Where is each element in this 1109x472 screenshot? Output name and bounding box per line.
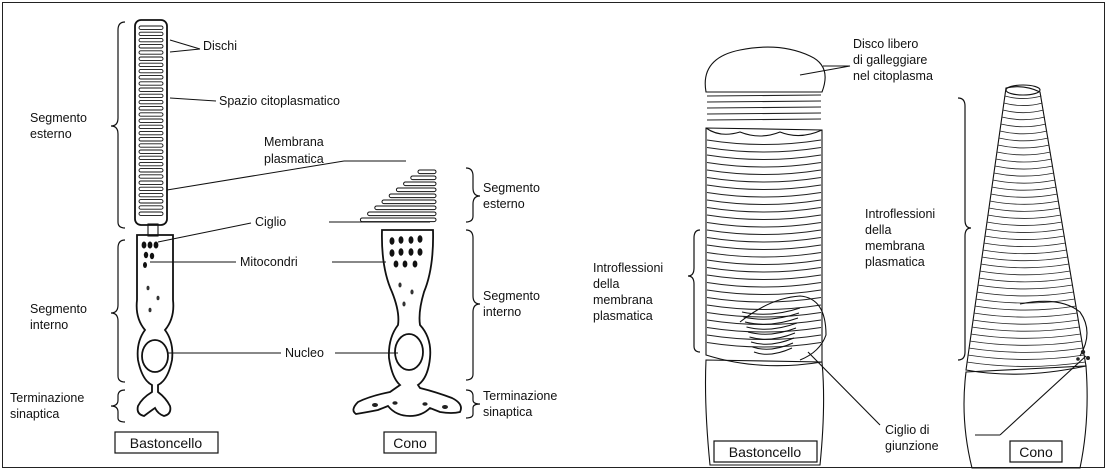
rod-nucleus [142, 340, 168, 372]
caption-cono-left: Cono [393, 435, 427, 451]
label-ciglio: Ciglio [255, 215, 286, 229]
cone-inner-segment [353, 230, 461, 416]
svg-text:di galleggiare: di galleggiare [853, 53, 927, 67]
label-ciglio-di-giunzione: Ciglio di [885, 423, 929, 437]
label-introflessioni-right: Introflessioni [865, 207, 935, 221]
label-membrana: Membrana [264, 135, 324, 149]
caption-bastoncello-right: Bastoncello [729, 444, 802, 460]
svg-text:sinaptica: sinaptica [10, 407, 59, 421]
svg-text:plasmatica: plasmatica [593, 309, 653, 323]
label-segmento-interno-right: Segmento [483, 289, 540, 303]
label-dischi: Dischi [203, 39, 237, 53]
label-segmento-esterno-right: Segmento [483, 181, 540, 195]
label-terminazione-left: Terminazione [10, 391, 84, 405]
rod-mitochondria [142, 242, 159, 269]
cone-outer-folds [360, 170, 436, 222]
brackets [111, 22, 971, 422]
rod-membrane-folds [707, 140, 821, 347]
cone-mitochondria [390, 235, 423, 267]
svg-text:membrana: membrana [593, 293, 653, 307]
label-nucleo: Nucleo [285, 346, 324, 360]
svg-text:esterno: esterno [30, 127, 72, 141]
svg-text:esterno: esterno [483, 197, 525, 211]
label-segmento-interno-left: Segmento [30, 302, 87, 316]
svg-text:sinaptica: sinaptica [483, 405, 532, 419]
caption-bastoncello-left: Bastoncello [130, 435, 203, 451]
svg-text:della: della [593, 277, 619, 291]
label-disco-libero: Disco libero [853, 37, 918, 51]
label-segmento-esterno-left: Segmento [30, 111, 87, 125]
label-mitocondri: Mitocondri [240, 255, 298, 269]
rod-discs [139, 26, 163, 215]
label-spazio-citoplasmatico: Spazio citoplasmatico [219, 94, 340, 108]
label-terminazione-right: Terminazione [483, 389, 557, 403]
caption-cono-right: Cono [1019, 444, 1053, 460]
free-disc-top [705, 47, 825, 92]
cone-schematic [353, 170, 461, 416]
label-plasmatica: plasmatica [264, 152, 324, 166]
svg-text:giunzione: giunzione [885, 439, 939, 453]
label-introflessioni-left: Introflessioni [593, 261, 663, 275]
svg-text:interno: interno [30, 318, 68, 332]
svg-text:plasmatica: plasmatica [865, 255, 925, 269]
cone-membrane-folds [967, 96, 1086, 366]
svg-text:nel citoplasma: nel citoplasma [853, 69, 933, 83]
rod-3d [705, 47, 826, 465]
svg-text:membrana: membrana [865, 239, 925, 253]
cone-nucleus [395, 334, 423, 370]
svg-text:della: della [865, 223, 891, 237]
svg-text:interno: interno [483, 305, 521, 319]
rod-schematic [135, 20, 173, 416]
